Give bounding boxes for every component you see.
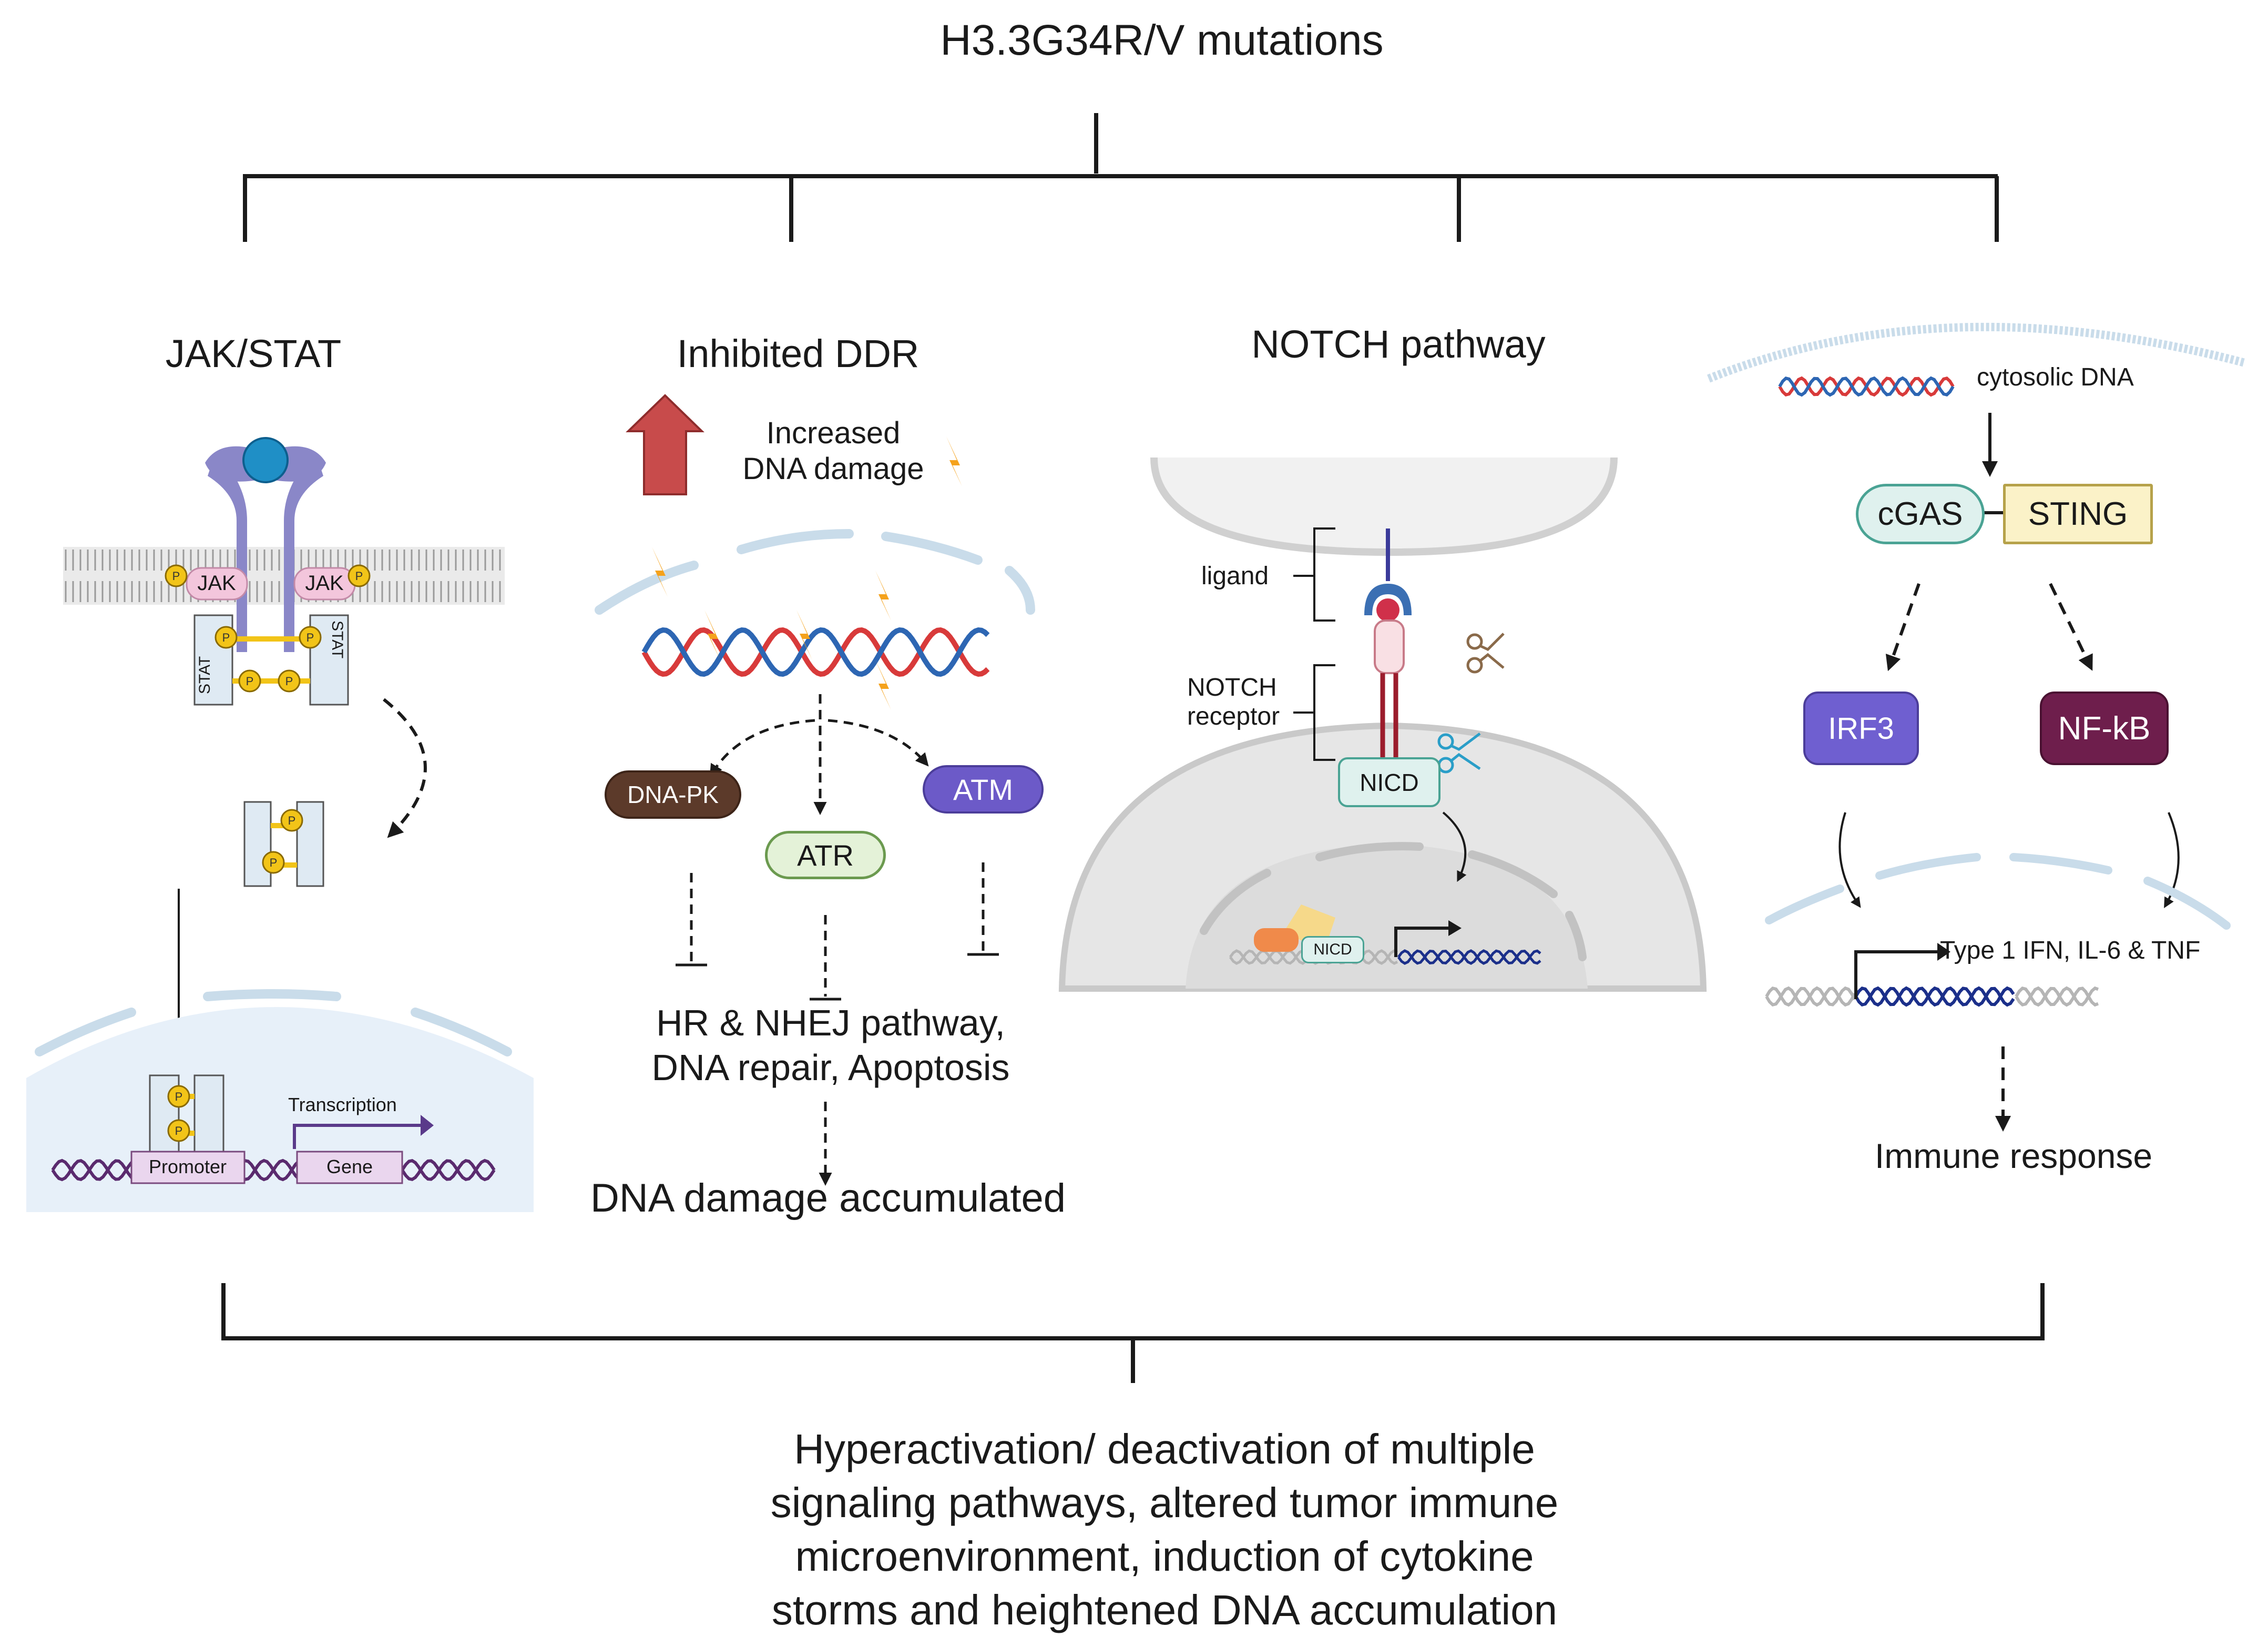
increase-arrow-icon (626, 394, 704, 495)
conclusion-line-3: microenvironment, induction of cytokine (795, 1533, 1534, 1580)
stat-right-label: STAT (329, 621, 346, 659)
svg-text:P: P (175, 1090, 183, 1103)
promoter-label: Promoter (148, 1156, 227, 1177)
bottom-bracket (221, 1283, 2045, 1383)
svg-text:P: P (285, 675, 293, 688)
svg-text:P: P (270, 856, 278, 869)
nuclear-envelope (35, 989, 512, 1056)
pathway-label-1: HR & NHEJ pathway, (656, 1002, 1005, 1043)
cytokine-genes-label: Type 1 IFN, IL-6 & TNF (1940, 937, 2201, 964)
cytokine-receptor (205, 437, 326, 652)
plasma-membrane (1707, 322, 2246, 383)
conclusion-line-2: signaling pathways, altered tumor immune (770, 1479, 1559, 1526)
page-title: H3.3G34R/V mutations (940, 16, 1384, 64)
dna-helix (51, 1158, 496, 1182)
jak-left (186, 567, 248, 601)
cytosolic-dna-label: cytosolic DNA (1977, 363, 2134, 391)
notch-receptor (1374, 619, 1405, 674)
nicd-node: NICD (1338, 757, 1441, 807)
transcription-label: Transcription (288, 1094, 397, 1115)
jak-left-label: JAK (197, 572, 236, 595)
cgas-sting-diagram (1707, 322, 2246, 1132)
svg-text:P: P (222, 631, 230, 644)
ddr-result: DNA damage accumulated (590, 1176, 1066, 1221)
signal-sending-cell (1150, 457, 1618, 556)
immune-response-label: Immune response (1874, 1136, 2153, 1175)
irf3-node: IRF3 (1803, 692, 1919, 765)
receptor-label-2: receptor (1187, 703, 1280, 730)
nicd-small-node: NICD (1301, 936, 1364, 963)
svg-text:P: P (246, 675, 254, 688)
dna-pk-node: DNA-PK (605, 770, 741, 819)
svg-text:P: P (172, 570, 180, 583)
stat-dimer-left (243, 801, 272, 887)
receptor-label-1: NOTCH (1187, 674, 1277, 702)
promoter-box (130, 1151, 246, 1184)
ligand-icon (1364, 584, 1412, 615)
jak-stat-diagram: P P P P P P P P P P (26, 437, 534, 1212)
scissors-icon (1466, 633, 1505, 674)
ddr-diagram (595, 394, 1035, 1186)
atm-node: ATM (923, 765, 1044, 814)
ligand-label: ligand (1201, 562, 1269, 590)
pathway-label-2: DNA repair, Apoptosis (651, 1047, 1010, 1088)
svg-text:P: P (288, 814, 296, 827)
sting-node: STING (2003, 484, 2153, 544)
cgas-dna (1765, 986, 2099, 1007)
damage-label-2: DNA damage (742, 452, 924, 486)
notch-title: NOTCH pathway (1251, 322, 1546, 366)
jak-stat-title: JAK/STAT (165, 332, 342, 375)
svg-text:P: P (307, 631, 314, 644)
cytokine-ligand (242, 437, 289, 483)
phosphate-groups: P P P P P P P P P P (165, 564, 371, 1142)
notch-nuclear-envelope (1200, 842, 1587, 961)
conclusion-line-1: Hyperactivation/ deactivation of multipl… (794, 1426, 1535, 1472)
top-bracket (243, 113, 1999, 242)
atr-node: ATR (765, 831, 886, 879)
jak-right-label: JAK (305, 572, 344, 595)
svg-text:P: P (355, 570, 363, 583)
gene-box (296, 1151, 403, 1184)
notch-diagram (1058, 457, 1707, 992)
ddr-nuclear-envelope (595, 529, 1035, 615)
cgas-nuclear-envelope (1765, 853, 2231, 930)
stat-left-label: STAT (196, 656, 213, 694)
nucleus (26, 1007, 534, 1212)
lightning-icon (652, 436, 962, 710)
cgas-node: cGAS (1856, 484, 1985, 544)
damaged-dna (641, 627, 990, 677)
damage-label-1: Increased (766, 416, 901, 450)
cytosolic-dna-icon (1778, 376, 1955, 397)
nfkb-node: NF-kB (2040, 692, 2169, 765)
svg-text:P: P (175, 1124, 183, 1137)
gene-label: Gene (326, 1156, 373, 1177)
ddr-title: Inhibited DDR (677, 332, 920, 375)
conclusion-line-4: storms and heightened DNA accumulation (771, 1587, 1558, 1633)
